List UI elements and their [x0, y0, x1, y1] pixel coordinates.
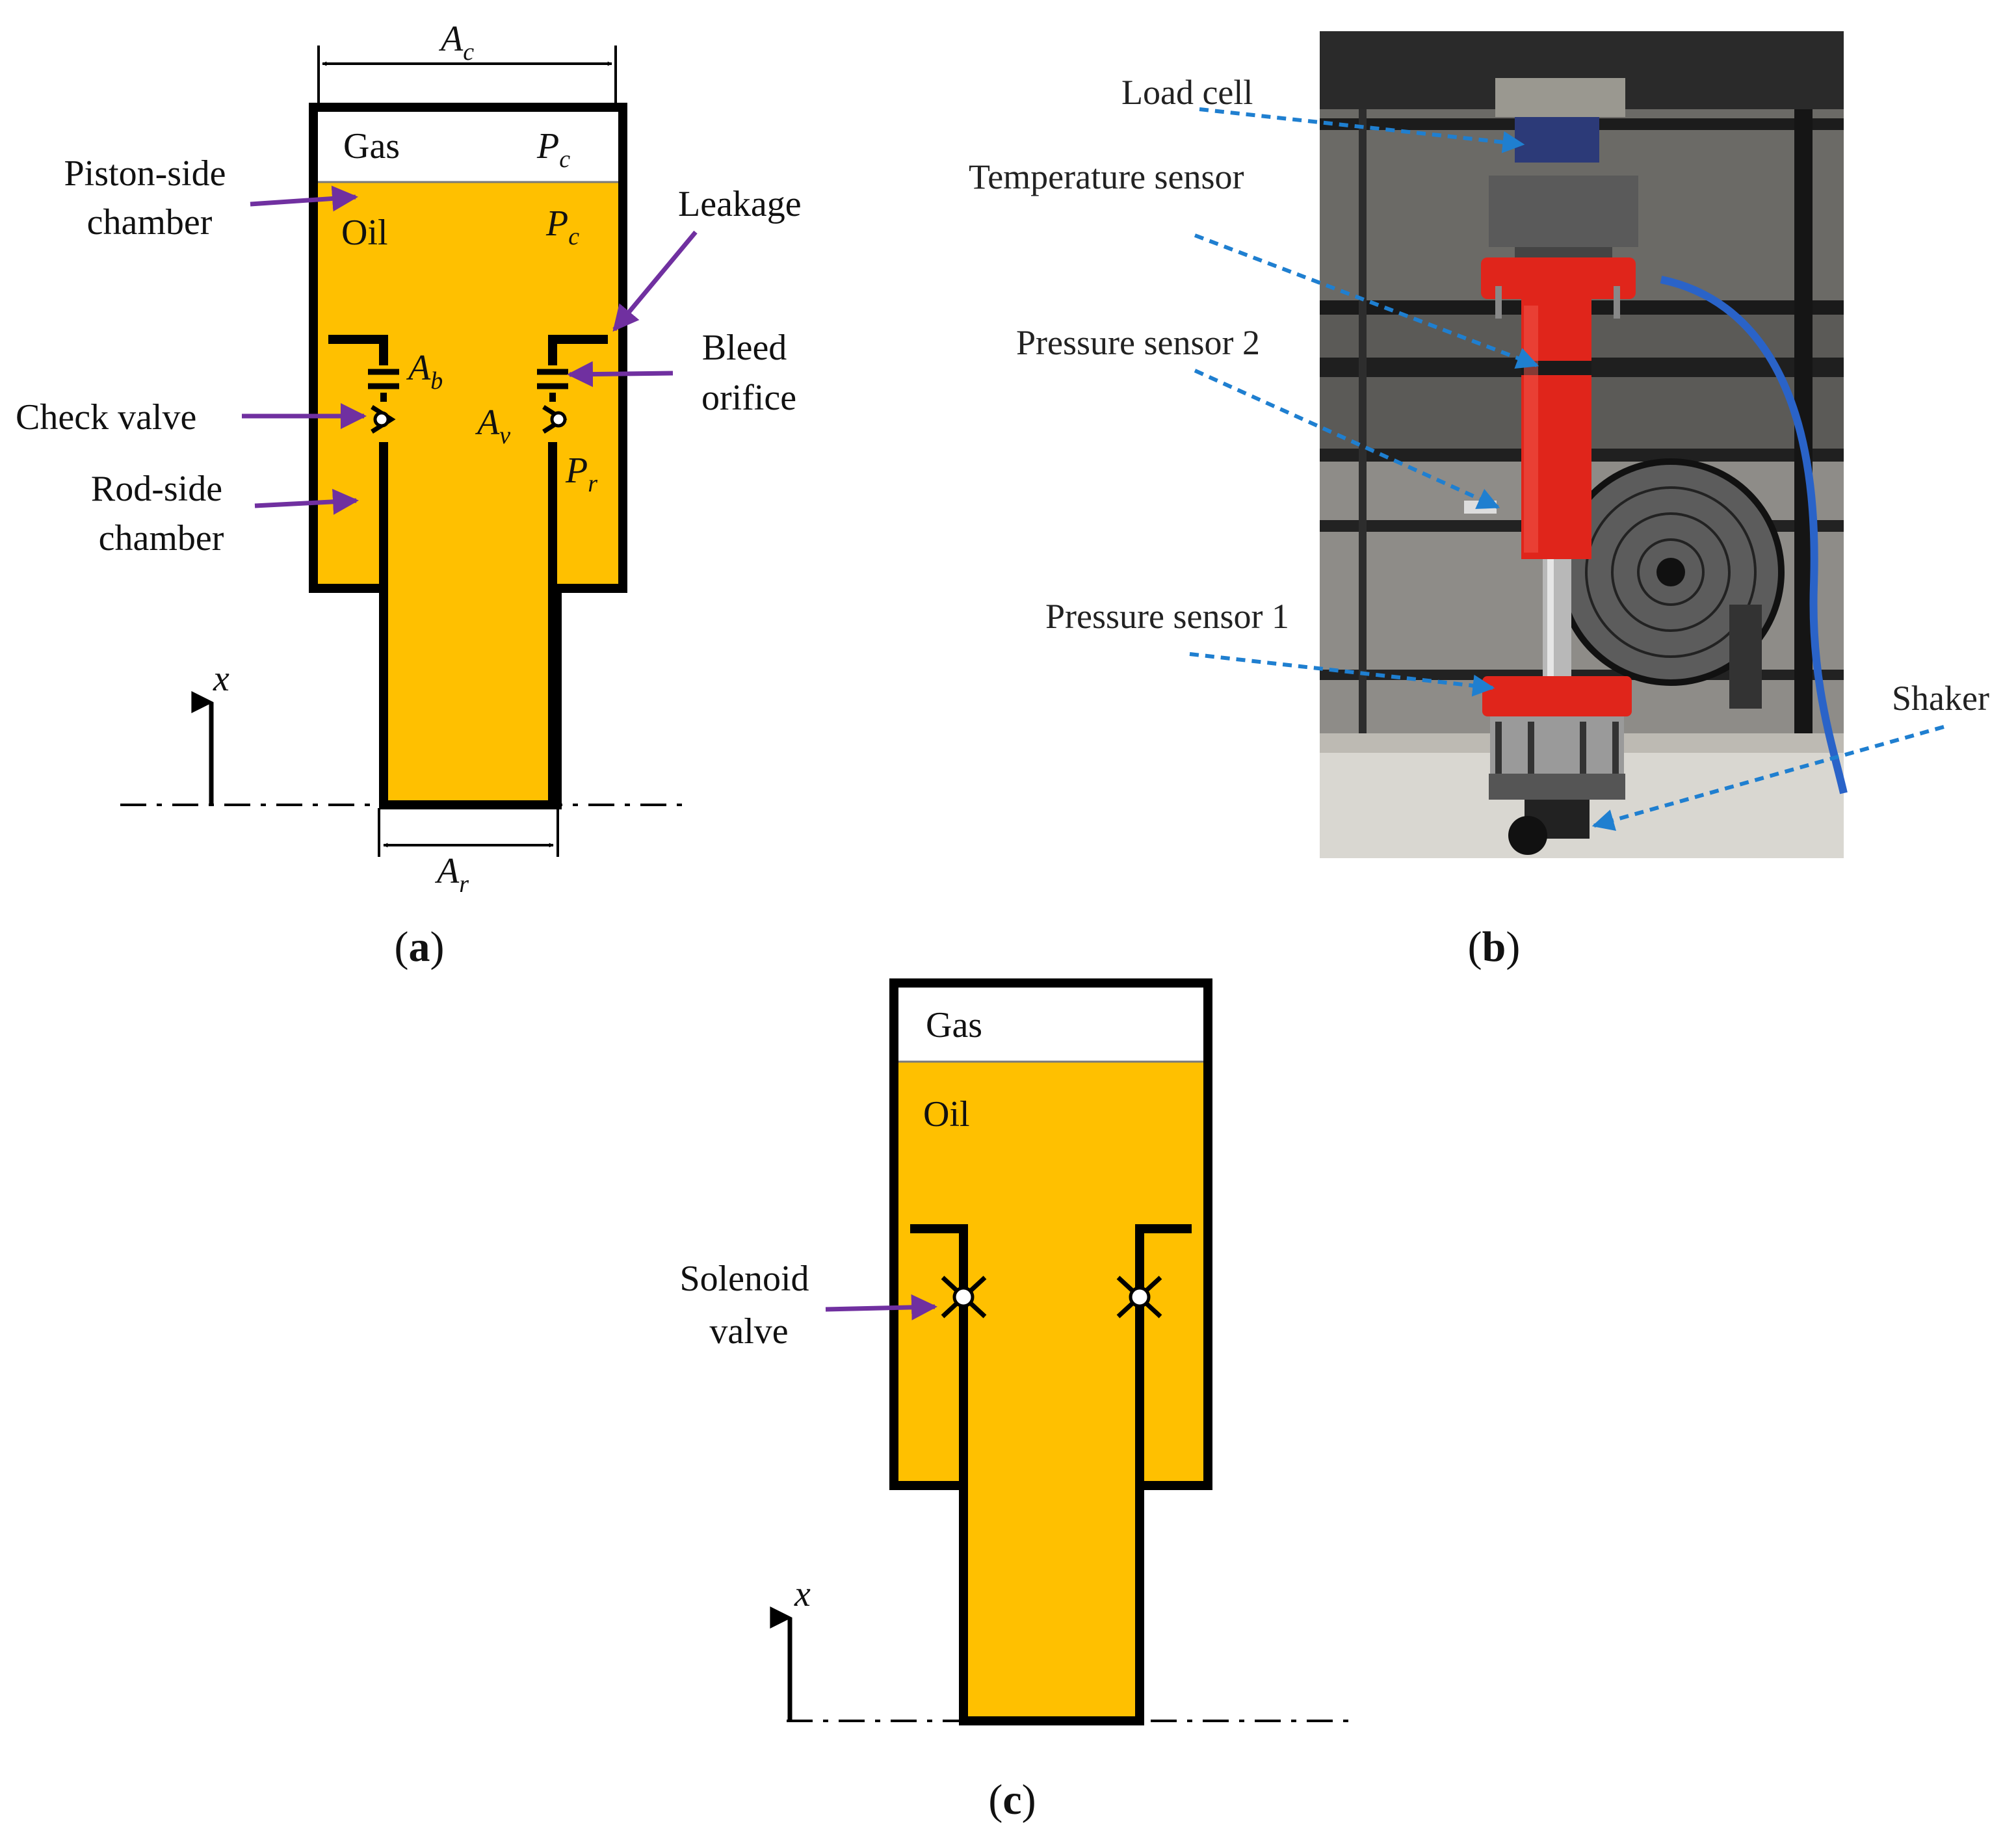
test-rig-photo	[1320, 31, 1848, 858]
callout-check-valve: Check valve	[16, 397, 196, 438]
pointer-temperature-sensor	[1194, 233, 1539, 369]
bleed-orifice-right	[537, 369, 568, 389]
caption-c: (c)	[988, 1776, 1036, 1824]
area-label-valve: Av	[475, 402, 510, 449]
label-pressure-sensor-2: Pressure sensor 2	[1016, 323, 1260, 362]
gas-label-a: Gas	[343, 126, 400, 166]
callout-piston-side-chamber: Piston-side chamber	[64, 153, 235, 242]
callout-solenoid-valve: Solenoid valve	[679, 1259, 818, 1352]
oil-label-a: Oil	[341, 213, 388, 253]
check-valve-left	[371, 393, 396, 434]
callout-bleed-orifice: Bleed orifice	[701, 328, 796, 418]
x-axis-label-a: x	[213, 659, 229, 699]
callout-rod-side-chamber: Rod-side chamber	[91, 469, 231, 558]
panel-a: Ac Ar x Gas Oil Pc Pc Ab Av Pr Piston-si…	[16, 19, 802, 971]
piston-wall-left-a	[328, 335, 388, 805]
solenoid-valve-left	[941, 1276, 987, 1318]
check-valve-right	[542, 393, 568, 434]
pointer-arrow-rod-side	[254, 488, 359, 515]
oil-label-c: Oil	[923, 1094, 970, 1134]
label-temperature-sensor: Temperature sensor	[969, 157, 1244, 196]
oil-body-c	[894, 1062, 1208, 1721]
pointer-arrow-piston-side	[250, 185, 358, 212]
pointer-arrow-solenoid	[825, 1294, 937, 1320]
oil-body-a	[313, 182, 623, 805]
caption-a: (a)	[395, 923, 445, 971]
callout-leakage: Leakage	[678, 184, 802, 224]
pointer-load-cell	[1199, 107, 1525, 153]
gas-label-c: Gas	[926, 1005, 982, 1045]
label-pressure-sensor-1: Pressure sensor 1	[1045, 597, 1289, 636]
label-load-cell: Load cell	[1121, 73, 1253, 112]
bleed-orifice-left	[368, 369, 399, 389]
pointer-shaker	[1591, 725, 1944, 832]
pointer-arrow-leakage	[612, 230, 698, 332]
area-label-bleed: Ab	[406, 348, 443, 395]
label-shaker: Shaker	[1892, 679, 1989, 718]
pointer-pressure-sensor-2	[1194, 369, 1500, 509]
pressure-label-gas: Pc	[536, 126, 570, 173]
piston-wall-left-c	[910, 1224, 968, 1721]
dimension-label-ar: Ar	[434, 851, 469, 898]
pressure-label-rod: Pr	[565, 451, 597, 497]
solenoid-valve-right	[1116, 1276, 1162, 1318]
piston-wall-right-a	[548, 335, 608, 805]
caption-b: (b)	[1468, 923, 1521, 971]
dimension-label-ac: Ac	[438, 19, 474, 66]
gas-region-c	[894, 983, 1208, 1062]
pressure-label-oil: Pc	[545, 203, 579, 250]
piston-wall-right-c	[1135, 1224, 1192, 1721]
panel-c: x Gas Oil Solenoid valve (c)	[679, 978, 1352, 1824]
panel-b: Load cell Temperature sensor Pressure se…	[969, 31, 1989, 971]
x-axis-label-c: x	[794, 1574, 811, 1614]
pointer-arrow-bleed	[567, 361, 674, 387]
gas-region-a	[313, 107, 623, 182]
pointer-pressure-sensor-1	[1189, 652, 1495, 697]
